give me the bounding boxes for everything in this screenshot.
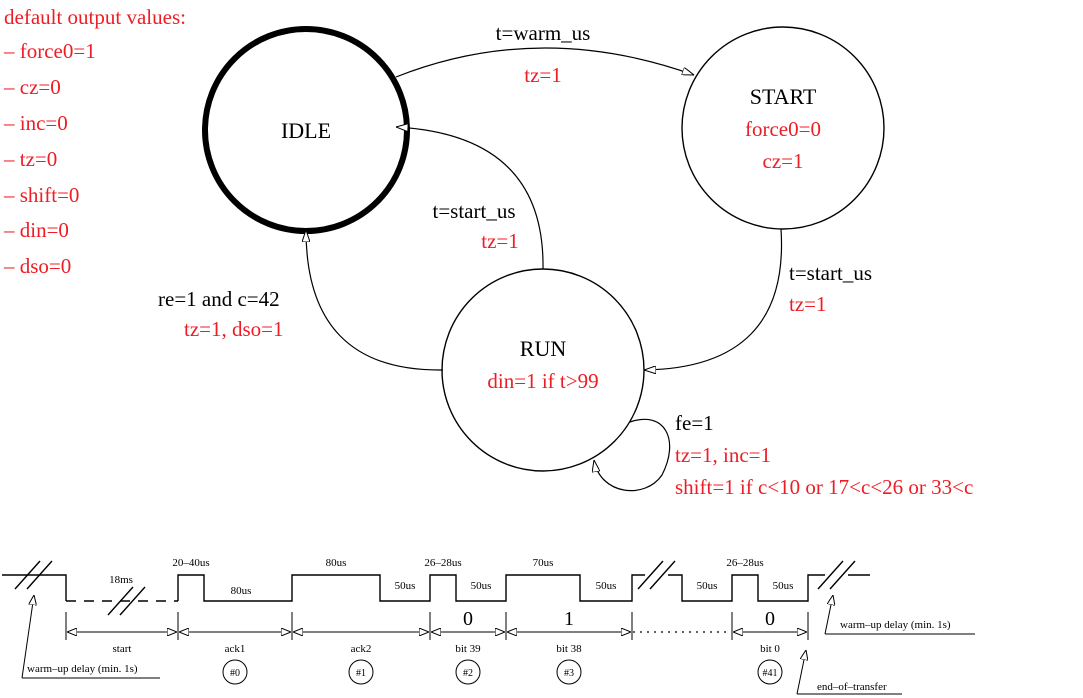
annotation-pointer [825, 595, 975, 635]
phase-name: ack2 [351, 643, 372, 655]
bit-value: 0 [463, 608, 473, 630]
transition-output: tz=1, dso=1 [184, 317, 284, 341]
transition-arrow [395, 47, 694, 78]
default-item: – inc=0 [3, 111, 68, 135]
annotation-text: end–of–transfer [817, 681, 887, 693]
state-start-output: force0=0 [745, 117, 821, 141]
index-label: #41 [763, 668, 778, 679]
bit-value: 1 [564, 608, 574, 630]
duration-label: 18ms [109, 574, 133, 586]
annotation-text: warm–up delay (min. 1s) [840, 619, 951, 631]
duration-label: 26–28us [424, 557, 461, 569]
timing-diagram: 18ms 20–40us 80us 80us 50us 26–28us 50us… [2, 557, 975, 695]
transition-output: tz=1 [524, 63, 562, 87]
default-item: – cz=0 [3, 75, 61, 99]
transition-condition: t=warm_us [496, 21, 591, 45]
duration-label: 50us [395, 580, 416, 592]
transition-start-run: t=start_us tz=1 [644, 228, 872, 370]
annotation-pointer [21, 595, 160, 679]
index-circle [757, 659, 783, 685]
default-item: – shift=0 [3, 183, 79, 207]
index-circle [348, 659, 374, 685]
phase-name: bit 38 [556, 643, 582, 655]
transition-run-idle: re=1 and c=42 tz=1, dso=1 [158, 230, 444, 371]
transition-condition: fe=1 [675, 411, 714, 435]
index-label: #0 [230, 668, 240, 679]
bit-values: 0 1 0 [463, 608, 775, 630]
phase-names: start ack1 ack2 bit 39 bit 38 bit 0 [113, 643, 781, 655]
transition-arrow [644, 228, 783, 370]
transition-run-self: fe=1 tz=1, inc=1 shift=1 if c<10 or 17<c… [594, 411, 973, 499]
index-circle [222, 659, 248, 685]
transition-output: shift=1 if c<10 or 17<c<26 or 33<c [675, 475, 973, 499]
duration-label: 50us [773, 580, 794, 592]
transition-output: tz=1 [481, 229, 519, 253]
phase-name: ack1 [225, 643, 246, 655]
break-mark [107, 586, 146, 616]
transition-condition: re=1 and c=42 [158, 287, 280, 311]
annotation-warmup-right: warm–up delay (min. 1s) [825, 595, 975, 635]
transition-idle-start: t=warm_us tz=1 [395, 21, 694, 87]
index-label: #1 [356, 668, 366, 679]
transition-condition: t=start_us [432, 199, 515, 223]
duration-label: 50us [697, 580, 718, 592]
phase-name: bit 0 [760, 643, 780, 655]
annotation-pointer [797, 650, 902, 695]
duration-label: 80us [326, 557, 347, 569]
duration-label: 80us [231, 585, 252, 597]
index-circle [455, 659, 481, 685]
state-start [681, 26, 885, 230]
signal-waveform [2, 574, 870, 602]
state-idle-label: IDLE [281, 118, 331, 143]
transition-output: tz=1 [789, 292, 827, 316]
index-label: #3 [564, 668, 574, 679]
default-item: – dso=0 [3, 254, 71, 278]
transition-condition: t=start_us [789, 261, 872, 285]
state-run-label: RUN [520, 336, 567, 361]
state-run-output: din=1 if t>99 [487, 369, 598, 393]
transition-arrow [396, 127, 544, 270]
default-item: – din=0 [3, 218, 69, 242]
default-item: – tz=0 [3, 147, 57, 171]
bit-value: 0 [765, 608, 775, 630]
transition-run-idle-top: t=start_us tz=1 [396, 127, 544, 270]
phase-name: bit 39 [455, 643, 481, 655]
default-outputs: default output values: – force0=1 – cz=0… [3, 5, 186, 278]
transition-arrow [306, 230, 444, 371]
duration-label: 50us [596, 580, 617, 592]
annotation-end-of-transfer: end–of–transfer [797, 650, 902, 695]
duration-label: 70us [533, 557, 554, 569]
annotation-warmup-left: warm–up delay (min. 1s) [21, 595, 160, 679]
phase-ticks [65, 612, 809, 640]
state-start-output: cz=1 [763, 149, 804, 173]
duration-label: 20–40us [172, 557, 209, 569]
transition-output: tz=1, inc=1 [675, 443, 771, 467]
transition-arrow [594, 418, 671, 492]
defaults-title: default output values: [4, 5, 186, 29]
state-start-label: START [750, 84, 817, 109]
phase-name: start [113, 643, 132, 655]
annotation-text: warm–up delay (min. 1s) [27, 663, 138, 675]
break-mark [637, 560, 676, 590]
index-label: #2 [463, 668, 473, 679]
duration-label: 26–28us [726, 557, 763, 569]
index-circle [556, 659, 582, 685]
duration-labels: 18ms 20–40us 80us 80us 50us 26–28us 50us… [109, 557, 793, 597]
default-item: – force0=1 [3, 39, 96, 63]
duration-label: 50us [471, 580, 492, 592]
index-markers: #0 #1 #2 #3 #41 [222, 659, 783, 685]
